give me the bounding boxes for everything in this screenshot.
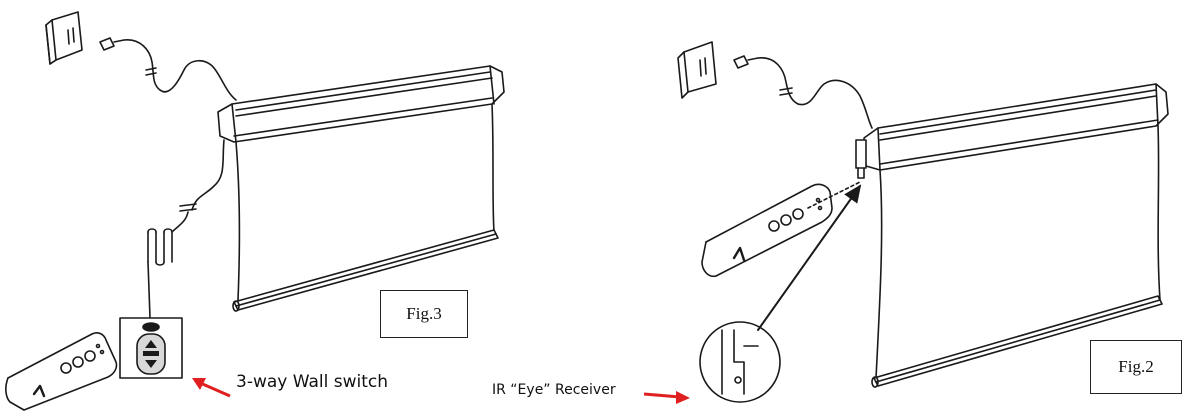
roller-headrail-left [217,65,505,143]
shade-fabric-left [235,103,495,301]
callout-ir-eye-receiver: IR “Eye” Receiver [492,382,616,398]
figure-label-fig3-text: Fig.3 [406,304,442,323]
power-adapter-right [677,41,717,99]
switch-cable-left [147,139,225,319]
power-cable-right [733,55,873,129]
ir-eye-leader-arrow [757,184,862,331]
figure-label-fig2: Fig.2 [1090,340,1182,394]
bottom-bar-left [232,229,499,312]
bottom-bar-right [871,295,1163,388]
callout-arrow-ir-eye [643,391,690,404]
callout-wall-switch: 3-way Wall switch [236,372,388,392]
shade-fabric-right [875,125,1161,379]
wall-switch [119,317,183,379]
figure-label-fig3: Fig.3 [380,290,468,338]
power-cable-left [99,37,237,101]
figure-label-fig2-text: Fig.2 [1118,357,1154,376]
remote-control-right [701,183,833,278]
power-adapter-left [45,11,83,65]
roller-headrail-right [855,83,1169,179]
ir-eye-detail-circle [699,321,781,403]
remote-control-left [5,332,118,411]
callout-arrow-switch [192,378,231,398]
